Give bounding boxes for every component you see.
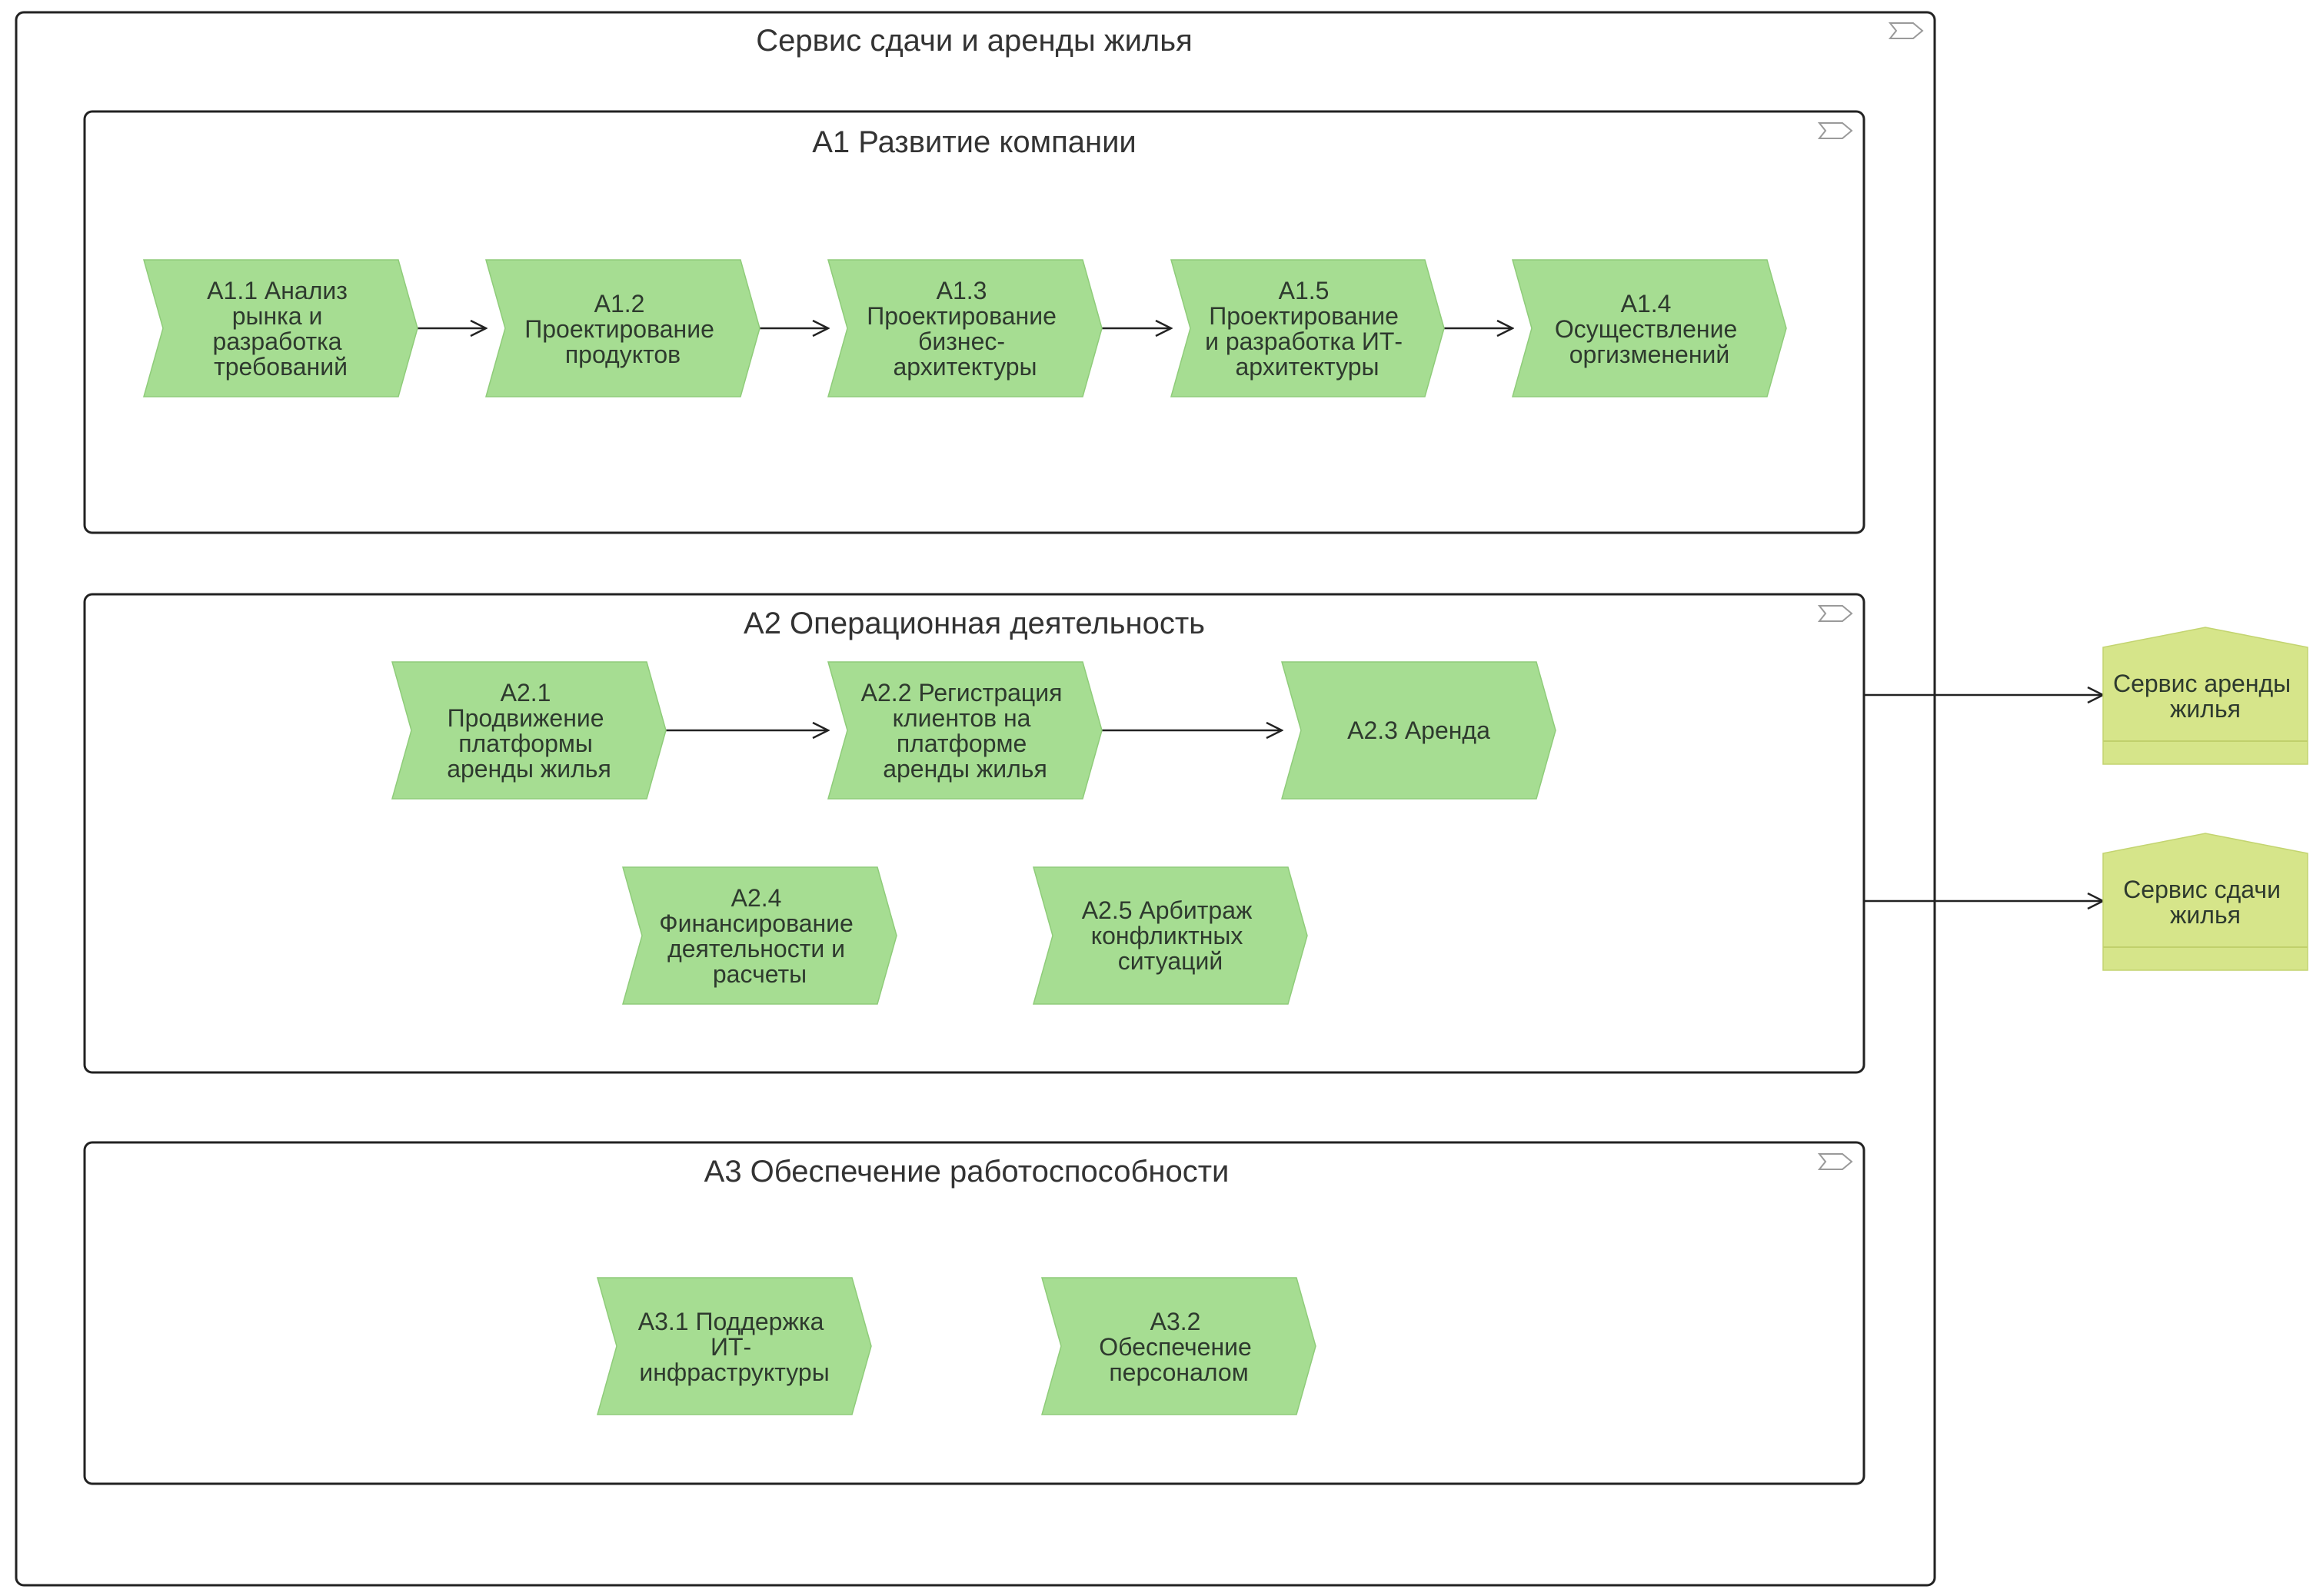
process-group-icon — [1817, 1153, 1853, 1170]
process-a1-3: A1.3 Проектирование бизнес- архитектуры — [827, 259, 1103, 397]
diagram-title: Сервис сдачи и аренды жилья — [756, 24, 1193, 58]
process-label: A1.3 Проектирование бизнес- архитектуры — [867, 277, 1063, 381]
process-group-icon — [1817, 605, 1853, 622]
process-label: A1.2 Проектирование продуктов — [524, 290, 721, 368]
process-a2-3: A2.3 Аренда — [1281, 661, 1556, 800]
process-group-icon — [1817, 122, 1853, 139]
group-a1-title: A1 Развитие компании — [812, 125, 1137, 159]
process-label: A1.5 Проектирование и разработка ИТ- арх… — [1205, 277, 1409, 381]
process-a2-5: A2.5 Арбитраж конфликтных ситуаций — [1033, 866, 1308, 1005]
process-group-icon — [1888, 22, 1924, 39]
product-leasing-service: Сервис сдачи жилья — [2102, 833, 2308, 971]
process-label: A3.2 Обеспечение персоналом — [1099, 1308, 1258, 1386]
process-label: A2.5 Арбитраж конфликтных ситуаций — [1082, 896, 1260, 975]
process-a2-4: A2.4 Финансирование деятельности и расче… — [622, 866, 897, 1005]
process-a1-2: A1.2 Проектирование продуктов — [485, 259, 760, 397]
process-a3-2: A3.2 Обеспечение персоналом — [1041, 1277, 1316, 1415]
process-label: A1.1 Анализ рынка и разработка требовани… — [207, 277, 354, 381]
group-a2-title: A2 Операционная деятельность — [744, 607, 1205, 640]
process-a1-4: A1.4 Осуществление оргизменений — [1512, 259, 1787, 397]
process-label: A3.1 Поддержка ИТ- инфраструктуры — [638, 1308, 831, 1386]
product-label: Сервис сдачи жилья — [2123, 876, 2288, 929]
process-label: A1.4 Осуществление оргизменений — [1555, 290, 1744, 368]
process-a1-5: A1.5 Проектирование и разработка ИТ- арх… — [1170, 259, 1445, 397]
process-label: A2.1 Продвижение платформы аренды жилья — [447, 679, 611, 783]
product-rental-service: Сервис аренды жилья — [2102, 627, 2308, 765]
process-label: A2.4 Финансирование деятельности и расче… — [659, 884, 860, 988]
group-a3-title: A3 Обеспечение работоспособности — [704, 1155, 1230, 1189]
process-a3-1: A3.1 Поддержка ИТ- инфраструктуры — [597, 1277, 872, 1415]
process-label: A2.3 Аренда — [1347, 717, 1490, 744]
process-a1-1: A1.1 Анализ рынка и разработка требовани… — [143, 259, 418, 397]
product-label: Сервис аренды жилья — [2113, 670, 2298, 723]
process-label: A2.2 Регистрация клиентов на платформе а… — [861, 679, 1070, 783]
process-a2-2: A2.2 Регистрация клиентов на платформе а… — [827, 661, 1103, 800]
group-a3-frame: A3 Обеспечение работоспособности — [83, 1141, 1865, 1485]
process-a2-1: A2.1 Продвижение платформы аренды жилья — [391, 661, 667, 800]
